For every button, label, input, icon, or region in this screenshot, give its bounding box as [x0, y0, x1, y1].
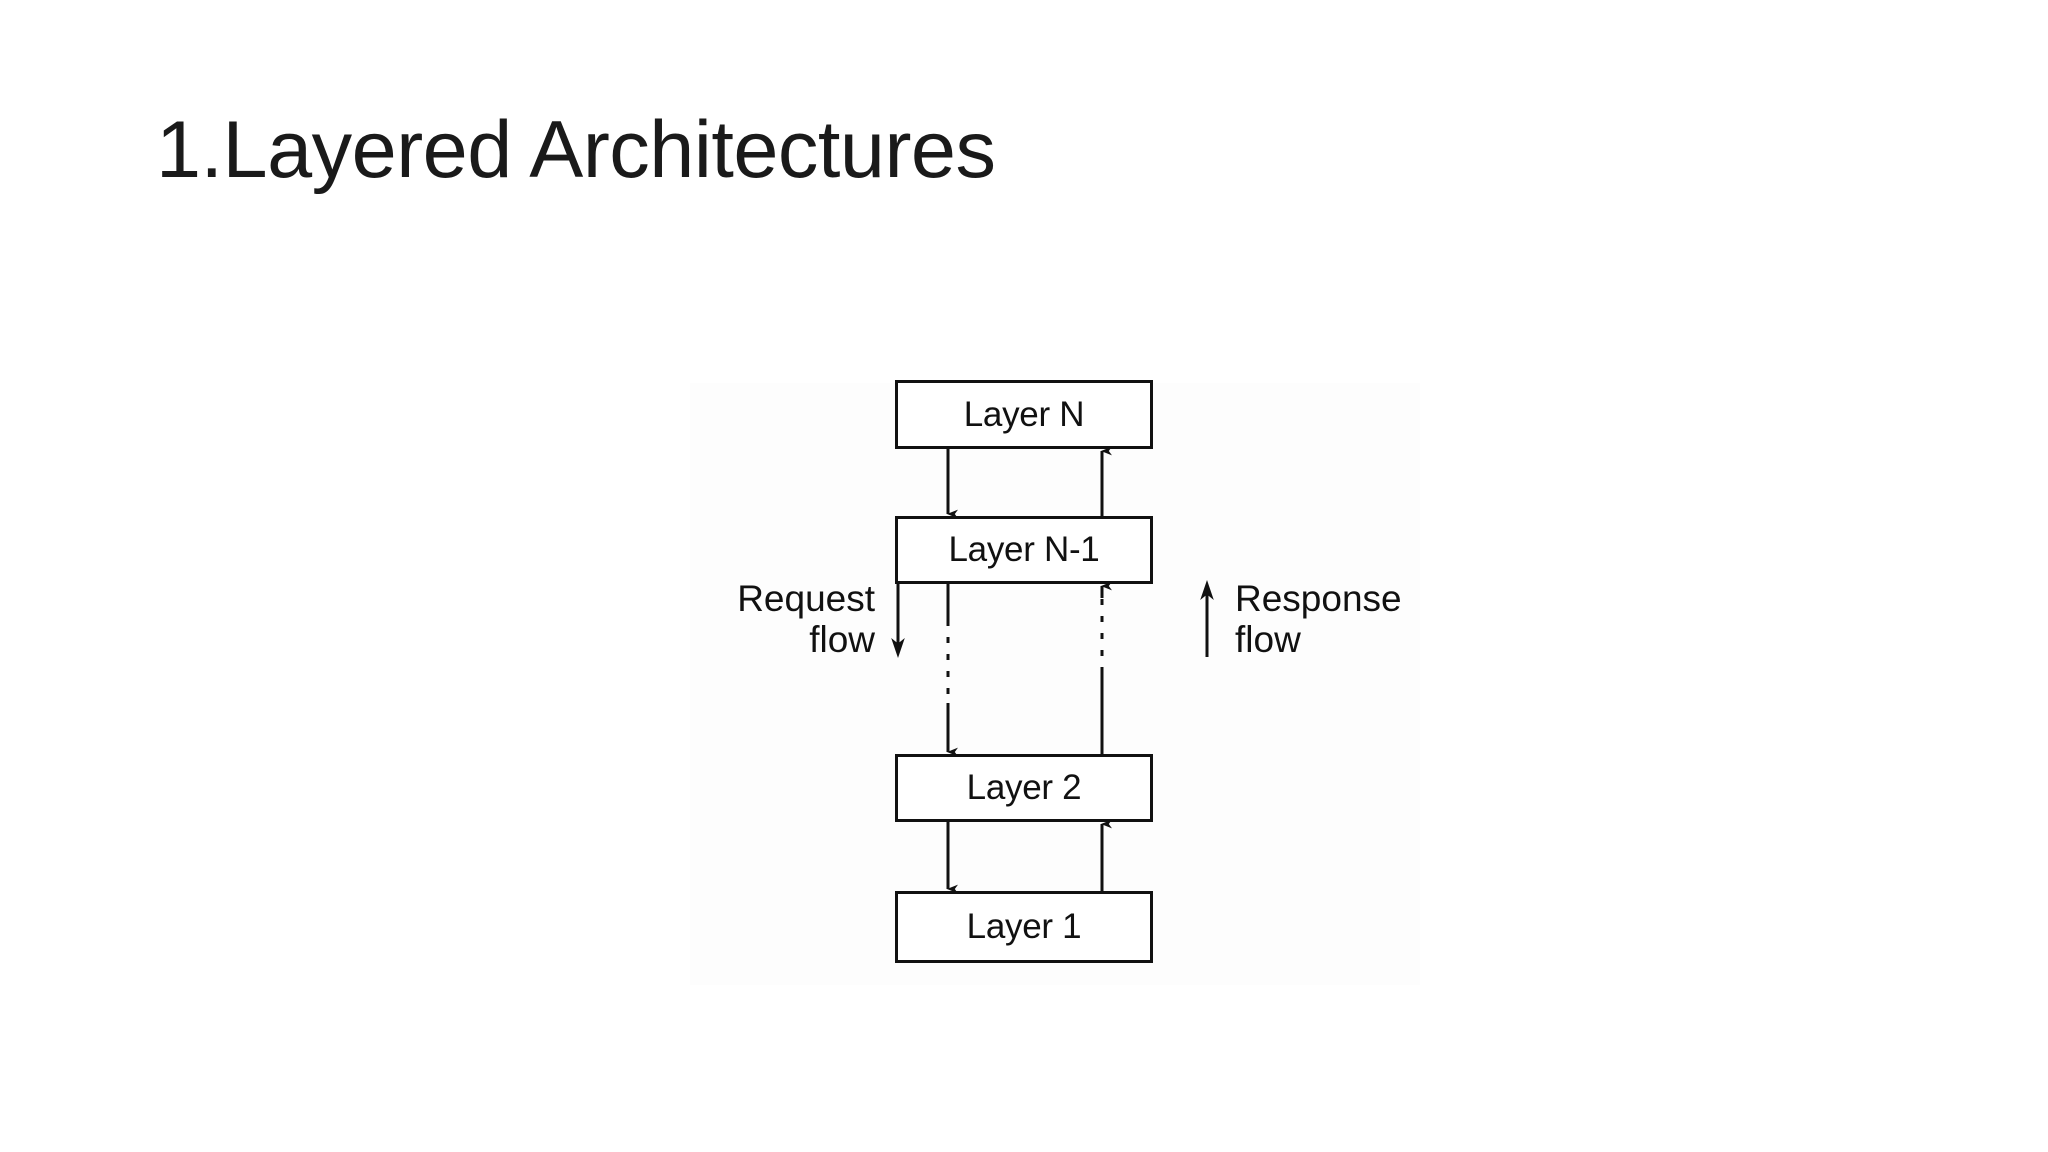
layer-box-label: Layer 2: [966, 768, 1082, 807]
page-title: 1.Layered Architectures: [156, 105, 996, 195]
layer-box-layer-n-1[interactable]: Layer N-1: [895, 516, 1153, 584]
arrow-up-icon: [1200, 580, 1214, 657]
layer-box-layer-2[interactable]: Layer 2: [895, 754, 1153, 822]
request-flow-line-1: Request: [737, 578, 875, 619]
request-flow-line-2: flow: [809, 619, 875, 661]
layer-box-label: Layer N-1: [948, 530, 1100, 569]
layer-box-label: Layer 1: [966, 907, 1082, 946]
response-flow-line-1: Response: [1235, 578, 1402, 619]
response-flow-line-2: flow: [1235, 619, 1301, 661]
layer-box-label: Layer N: [963, 394, 1085, 434]
connector-arrows-group: [946, 446, 1112, 894]
layered-architecture-diagram: Layer N Layer N-1 Layer 2 Layer 1 Reques…: [690, 380, 1420, 985]
layer-box-layer-1[interactable]: Layer 1: [895, 891, 1153, 963]
arrow-down-icon: [891, 581, 905, 658]
layer-box-layer-n[interactable]: Layer N: [895, 380, 1153, 449]
